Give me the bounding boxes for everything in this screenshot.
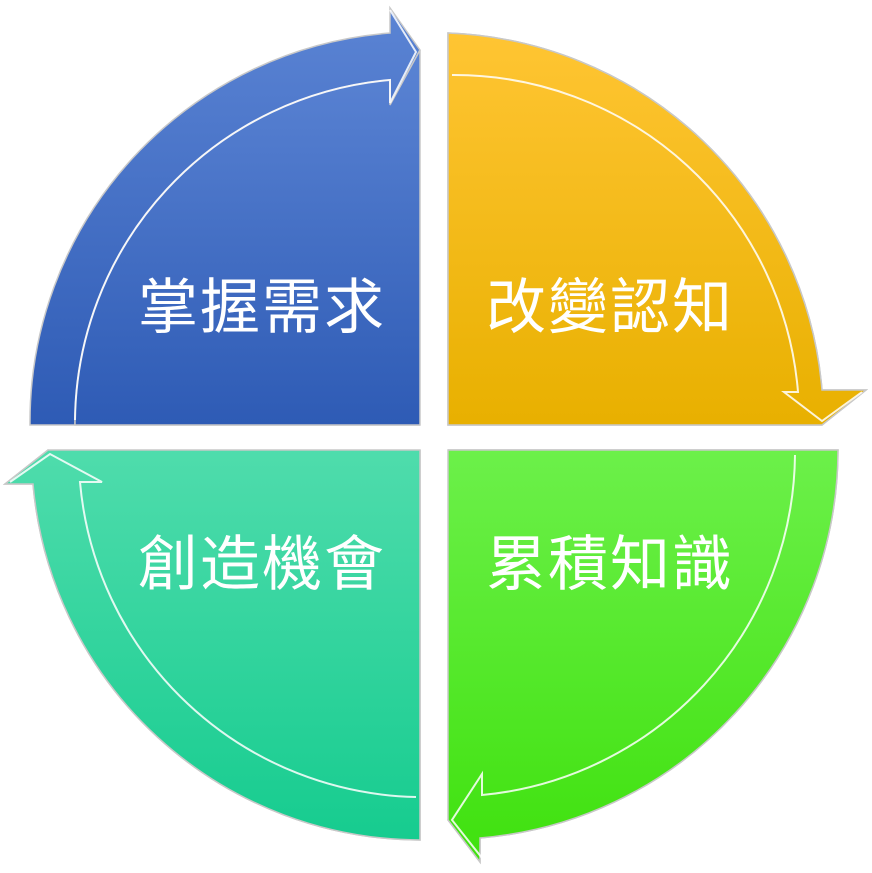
quadrant-top-right: 改變認知: [447, 32, 869, 426]
quadrant-bottom-right: 累積知識: [447, 449, 839, 865]
arrow-bottom-left-outline: [9, 452, 417, 798]
label-top-left: 掌握需求: [138, 273, 386, 343]
label-top-right: 改變認知: [486, 273, 734, 343]
label-bottom-left: 創造機會: [138, 530, 386, 600]
arrow-top-right-outline: [451, 73, 863, 423]
label-bottom-right: 累積知識: [486, 530, 734, 600]
arrow-top-left-outline: [74, 9, 418, 421]
arrow-bottom-right-outline: [450, 454, 796, 859]
quadrant-bottom-left: 創造機會: [2, 449, 421, 841]
quadrant-top-left: 掌握需求: [29, 5, 421, 426]
